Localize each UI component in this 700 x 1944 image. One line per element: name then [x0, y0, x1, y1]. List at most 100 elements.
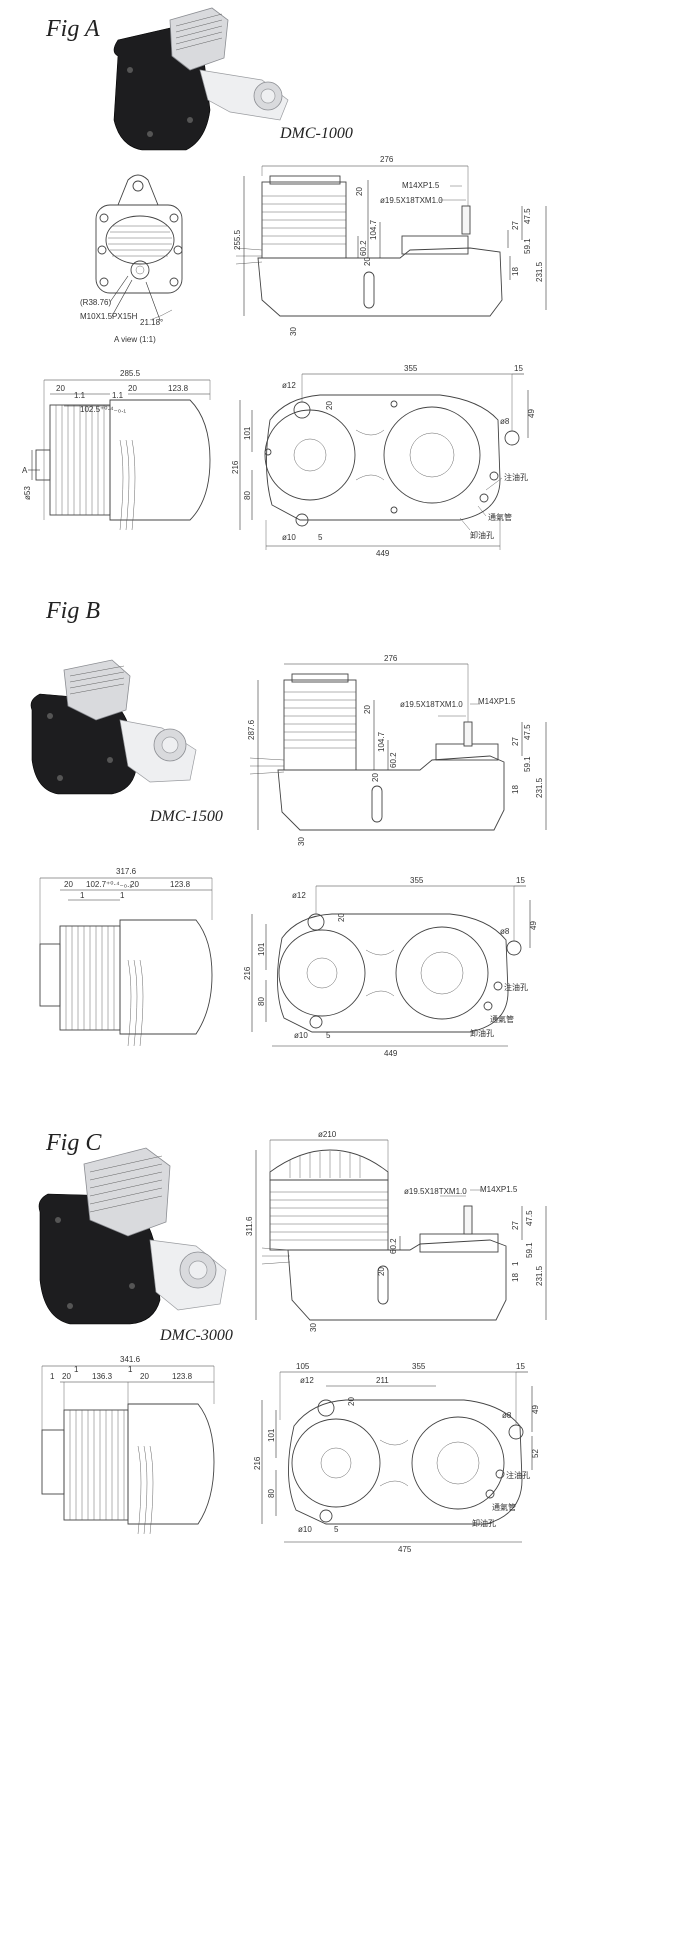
fig-a-top-dims	[239, 373, 529, 550]
fig-a-label: Fig A	[46, 16, 100, 42]
fig-c-dim-59: 59.1	[525, 1242, 534, 1258]
fig-b-dim-276: 276	[384, 654, 398, 663]
fig-a-dim-285: 285.5	[120, 369, 141, 378]
fig-c-top-oilfill: 注油孔	[506, 1470, 530, 1480]
fig-a-dim-276: 276	[380, 155, 394, 164]
fig-b-top-d49: 49	[529, 921, 538, 930]
fig-c-dim-1c: 1	[128, 1365, 133, 1374]
fig-c-top-dims	[261, 1371, 533, 1543]
fig-a-thread-2: ø19.5X18TXM1.0	[380, 196, 443, 205]
fig-b-side-drawing	[249, 673, 505, 831]
fig-b-dim-20b: 20	[371, 773, 380, 782]
fig-b-dim-317: 317.6	[116, 867, 137, 876]
fig-c-top-d52: 52	[531, 1449, 540, 1458]
fig-a-dim-53: ø53	[23, 486, 32, 500]
fig-b-top-d12: ø12	[292, 891, 306, 900]
fig-b-top-d449: 449	[384, 1049, 398, 1058]
fig-c-top-d101: 101	[267, 1428, 276, 1442]
fig-a-top-d49: 49	[527, 409, 536, 418]
fig-a-aview-caption: A view (1:1)	[114, 335, 156, 344]
fig-a-top-vent: 通氣管	[488, 512, 512, 522]
fig-c-top-d475: 475	[398, 1545, 412, 1554]
fig-a-top-d15: 15	[514, 364, 523, 373]
fig-c-dim-311: 311.6	[245, 1216, 254, 1236]
fig-c-top-d355: 355	[412, 1362, 426, 1371]
fig-a-dim-47: 47.5	[523, 208, 532, 224]
fig-c-dim-1: 1	[511, 1261, 520, 1266]
fig-c-dim-60: 60.2	[389, 1238, 398, 1254]
fig-a-dim-102: 102.5⁺⁰·⁴₋₀.₁	[80, 405, 126, 414]
fig-c-top-d10: ø10	[298, 1525, 312, 1534]
fig-c-top-d216: 216	[253, 1456, 262, 1470]
fig-b-dim-1b: 1	[120, 891, 125, 900]
fig-b-dim-60: 60.2	[389, 752, 398, 768]
fig-a-dim-123: 123.8	[168, 384, 189, 393]
fig-a-thread-1: M14XP1.5	[402, 181, 440, 190]
fig-c-dim-123: 123.8	[172, 1372, 193, 1381]
fig-c-dim-231: 231.5	[535, 1265, 544, 1286]
fig-b-dim-287: 287.6	[247, 719, 256, 740]
fig-a-dim-1a: 1.1	[74, 391, 86, 400]
fig-c-dim-1a: 1	[50, 1372, 55, 1381]
fig-b-front-drawing	[39, 919, 213, 1047]
fig-a-dim-20a: 20	[56, 384, 65, 393]
fig-a-top-d101: 101	[243, 426, 252, 440]
fig-a-top-drawing	[264, 394, 520, 527]
fig-c-top-d211: 211	[376, 1376, 389, 1385]
fig-c-front-dims	[41, 1365, 215, 1430]
fig-b-dim-231: 231.5	[535, 777, 544, 798]
fig-c-top-d15: 15	[516, 1362, 525, 1371]
fig-b-top-dims	[251, 885, 531, 1047]
fig-c-thread-1: M14XP1.5	[480, 1185, 518, 1194]
fig-b-top-d101: 101	[257, 942, 266, 956]
fig-c-top-vent: 通氣管	[492, 1502, 516, 1512]
fig-b-top-d8: ø8	[500, 927, 510, 936]
fig-b-top-d10: ø10	[294, 1031, 308, 1040]
fig-a-top-drain: 卸油孔	[470, 530, 494, 540]
fig-b-thread-1: M14XP1.5	[478, 697, 516, 706]
fig-b-dim-20: 20	[363, 705, 372, 714]
fig-a-top-d216: 216	[231, 460, 240, 474]
fig-c-dim-210: ø210	[318, 1130, 337, 1139]
fig-b-dim-123: 123.8	[170, 880, 191, 889]
fig-c-engine-render	[38, 1147, 227, 1325]
fig-a-top-d20: 20	[325, 401, 334, 410]
fig-a-model: DMC-1000	[280, 125, 353, 142]
fig-b-dim-47: 47.5	[523, 724, 532, 740]
fig-a-arrow-a: A	[22, 466, 28, 475]
fig-a-dim-27: 27	[511, 221, 520, 230]
fig-c-dim-341: 341.6	[120, 1355, 141, 1364]
fig-c-side-drawing	[261, 1149, 507, 1321]
fig-a-front-dims	[28, 379, 211, 520]
fig-a-dim-255: 255.5	[233, 229, 242, 250]
fig-c-dim-20b-front: 20	[140, 1372, 149, 1381]
fig-a-aview-thread: M10X1.5PX15H	[80, 312, 138, 321]
fig-c-dim-47: 47.5	[525, 1210, 534, 1226]
fig-b-side-dims	[257, 663, 547, 830]
fig-c-top-d105: 105	[296, 1362, 310, 1371]
fig-b-dim-104: 104.7	[377, 731, 386, 752]
fig-b-dim-30: 30	[297, 837, 306, 846]
fig-b-top-oilfill: 注油孔	[504, 982, 528, 992]
fig-b-dim-59: 59.1	[523, 756, 532, 772]
fig-c-dim-136: 136.3	[92, 1372, 113, 1381]
fig-c-dim-27: 27	[511, 1221, 520, 1230]
fig-a-aview-drawing	[95, 174, 183, 321]
fig-a-aview-angle: 21.18°	[140, 318, 163, 327]
fig-a-side-drawing	[235, 175, 503, 317]
fig-a-side-dims	[243, 165, 547, 316]
fig-b-engine-render	[30, 659, 197, 795]
fig-b-top-d15: 15	[516, 876, 525, 885]
fig-a-top-oilfill: 注油孔	[504, 472, 528, 482]
fig-c-model: DMC-3000	[160, 1327, 233, 1344]
fig-a-dim-231: 231.5	[535, 261, 544, 282]
fig-a-dim-104: 104.7	[369, 219, 378, 240]
fig-a-front-drawing	[35, 399, 211, 531]
fig-a-dim-60: 60.2	[359, 240, 368, 256]
fig-b-top-d20: 20	[337, 913, 346, 922]
fig-a-engine-render	[113, 7, 289, 151]
fig-c-top-d8: ø8	[502, 1411, 512, 1420]
fig-a-dim-20b-front: 20	[128, 384, 137, 393]
fig-a-top-d12: ø12	[282, 381, 296, 390]
